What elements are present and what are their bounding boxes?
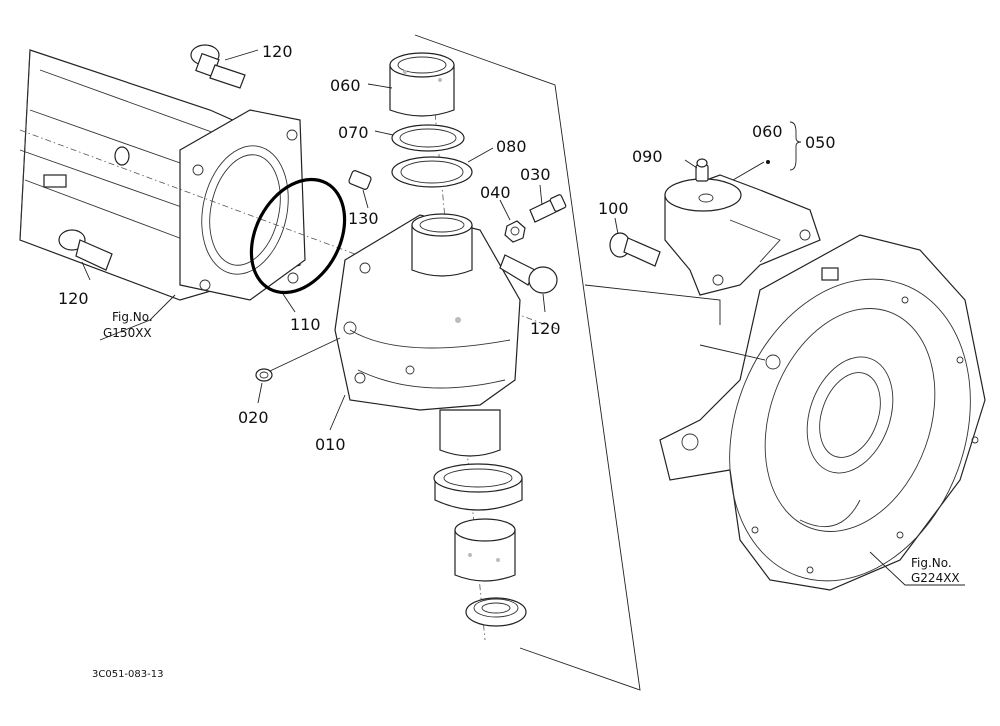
callout-040: 040 (480, 183, 511, 202)
plug-020 (255, 368, 273, 382)
callout-110: 110 (290, 315, 321, 334)
group-bracket (789, 121, 802, 171)
callout-090: 090 (632, 147, 663, 166)
bolt-120-top (190, 44, 246, 89)
callout-120-left: 120 (58, 289, 89, 308)
drawing-code: 3C051-083-13 (92, 669, 163, 680)
left-fig-label: Fig.No. (112, 310, 153, 324)
axis-line-horizontal (19, 129, 561, 331)
callout-130: 130 (348, 209, 379, 228)
bushing-060-top (389, 52, 455, 117)
callout-060-top: 060 (330, 76, 361, 95)
ring-070 (391, 124, 465, 152)
bolt-120-right (499, 254, 558, 294)
leader-knuckle (699, 344, 766, 361)
group-outline-right (584, 284, 721, 325)
leader-right-fig (869, 551, 965, 586)
callout-030: 030 (520, 165, 551, 184)
bracket-060-right (664, 174, 821, 296)
callout-100: 100 (598, 199, 629, 218)
callout-120-right: 120 (530, 319, 561, 338)
nut-040 (504, 220, 526, 243)
bolt-120-left (58, 229, 113, 271)
pin-130 (348, 170, 372, 190)
bushing-lower (454, 518, 516, 582)
leader-left-fig (99, 294, 176, 341)
group-outline (414, 34, 641, 691)
callout-050: 050 (805, 133, 836, 152)
grease-nipple-090 (695, 158, 709, 182)
callout-060-right: 060 (752, 122, 783, 141)
right-fig-code: G224XX (911, 571, 960, 585)
axle-housing (19, 49, 306, 301)
callout-010: 010 (315, 435, 346, 454)
bearing-cup-lower (433, 463, 523, 511)
gear-case-010 (334, 213, 521, 457)
thrust-bearing (465, 597, 527, 627)
o-ring-110 (249, 177, 347, 295)
bolt-030 (529, 194, 567, 223)
callout-070: 070 (338, 123, 369, 142)
callout-120-top: 120 (262, 42, 293, 61)
seal-080 (391, 156, 473, 188)
callout-020: 020 (238, 408, 269, 427)
bolt-100 (609, 232, 661, 267)
knuckle-housing (659, 234, 986, 591)
left-fig-code: G150XX (103, 326, 152, 340)
right-fig-label: Fig.No. (911, 556, 952, 570)
callout-080: 080 (496, 137, 527, 156)
